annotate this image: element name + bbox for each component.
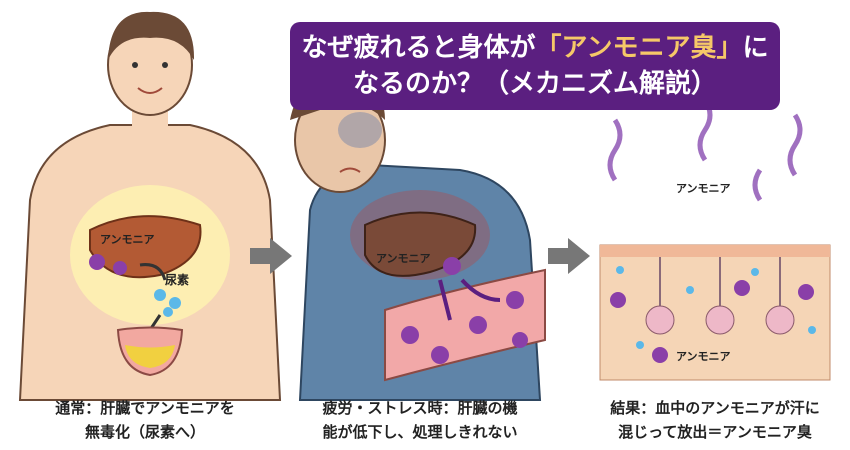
arrow-right-icon (250, 238, 292, 274)
caption-line: 混じって放出＝アンモニア臭 (618, 423, 812, 441)
title-text: なぜ疲れると身体が (301, 33, 536, 63)
svg-text:アンモニア: アンモニア (676, 350, 731, 363)
arrow-right-icon (548, 238, 590, 274)
svg-text:尿素: 尿素 (165, 272, 189, 287)
caption-line: 無毒化（尿素へ） (84, 423, 205, 441)
svg-text:アンモニア: アンモニア (376, 252, 431, 265)
tired-person-illustration: アンモニア (290, 76, 546, 401)
caption-result: 結果：血中のアンモニアが汗に 混じって放出＝アンモニア臭 (585, 396, 845, 444)
caption-normal: 通常：肝臓でアンモニアを 無毒化（尿素へ） (20, 396, 270, 444)
skin-sweat-illustration: アンモニア アンモニア (599, 98, 831, 381)
healthy-person-illustration: アンモニア 尿素 (18, 11, 282, 401)
page-title: なぜ疲れると身体が「アンモニア臭」に なるのか？（メカニズム解説） (290, 22, 780, 110)
caption-line: 通常：肝臓でアンモニアを (55, 399, 235, 417)
caption-line: 結果：血中のアンモニアが汗に (610, 399, 820, 417)
caption-fatigue: 疲労・ストレス時：肝臓の機 能が低下し、処理しきれない (290, 396, 550, 444)
caption-line: 能が低下し、処理しきれない (322, 423, 518, 441)
svg-text:アンモニア: アンモニア (676, 182, 731, 195)
title-line2: なるのか？（メカニズム解説） (352, 69, 717, 99)
title-text: に (742, 33, 769, 63)
svg-text:アンモニア: アンモニア (100, 233, 155, 246)
caption-line: 疲労・ストレス時：肝臓の機 (322, 399, 518, 417)
title-highlight: 「アンモニア臭」 (535, 33, 743, 63)
